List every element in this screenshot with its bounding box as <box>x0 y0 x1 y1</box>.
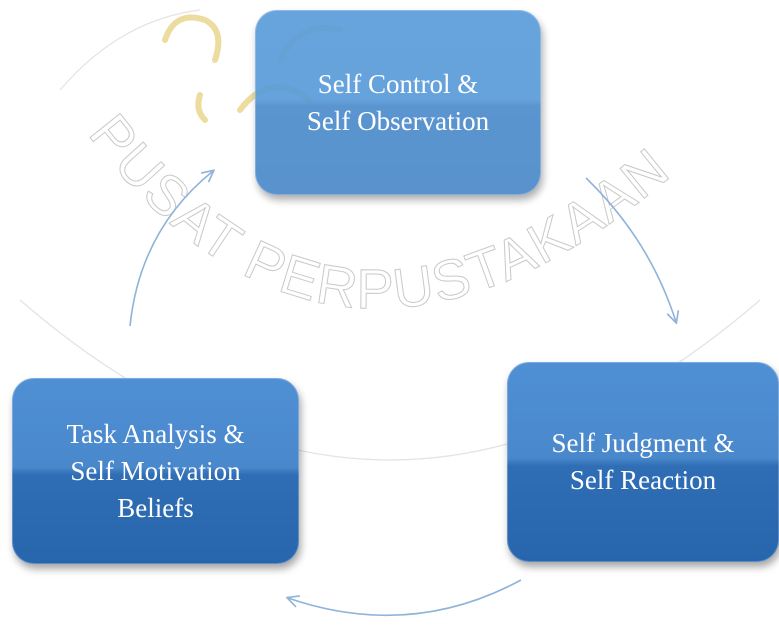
node-task-analysis-line2: Self Motivation <box>70 455 241 486</box>
node-self-control-line2: Self Observation <box>306 105 490 136</box>
node-task-analysis-line1: Task Analysis & <box>66 418 245 449</box>
arrow-top-to-right <box>585 177 676 322</box>
node-self-judgment-line1: Self Judgment & <box>551 428 735 458</box>
node-self-judgment-line2: Self Reaction <box>569 465 717 495</box>
node-self-judgment: Self Judgment & Self Reaction <box>507 362 779 562</box>
node-task-analysis: Task Analysis & Self Motivation Beliefs <box>12 378 299 564</box>
node-self-control-line1: Self Control & <box>317 68 479 99</box>
node-self-control: Self Control & Self Observation <box>255 10 541 195</box>
arrow-left-to-top <box>129 171 213 327</box>
arrow-right-to-left <box>288 579 522 617</box>
node-task-analysis-line3: Beliefs <box>117 492 194 523</box>
node-task-analysis-label: Task Analysis & Self Motivation Beliefs <box>66 416 244 527</box>
node-self-control-label: Self Control & Self Observation <box>307 66 489 140</box>
node-self-judgment-label: Self Judgment & Self Reaction <box>552 425 735 499</box>
